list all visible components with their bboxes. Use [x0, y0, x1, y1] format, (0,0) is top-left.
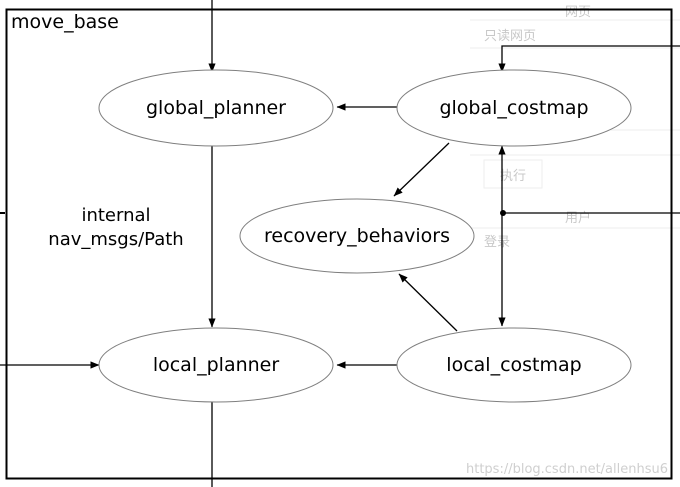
move-base-box: [5, 8, 673, 480]
move-base-title: move_base: [11, 11, 119, 33]
node-local-costmap: local_costmap: [396, 327, 632, 403]
node-local-planner: local_planner: [98, 327, 334, 403]
global-costmap-label: global_costmap: [439, 97, 588, 119]
background-item-web: 网页: [565, 5, 591, 20]
background-item-login: 登录: [484, 235, 510, 250]
node-global-planner: global_planner: [98, 69, 334, 147]
junction-dot: [500, 210, 506, 216]
edge-label-nav-msgs-path: nav_msgs/Path: [48, 229, 183, 250]
edge-label-internal: internal: [81, 205, 150, 226]
edge-global-costmap-to-recovery: [393, 142, 450, 197]
edge-local-costmap-to-recovery: [398, 273, 458, 332]
recovery-behaviors-label: recovery_behaviors: [264, 225, 450, 247]
node-recovery-behaviors: recovery_behaviors: [239, 198, 475, 274]
background-item-user: 用户: [565, 210, 591, 226]
node-global-costmap: global_costmap: [396, 69, 632, 147]
edge-external-to-global-costmap: [498, 45, 680, 73]
local-planner-label: local_planner: [153, 354, 280, 376]
watermark: https://blog.csdn.net/allenhsu6: [466, 462, 668, 477]
global-planner-label: global_planner: [146, 97, 286, 119]
background-item-run: 执行: [500, 169, 526, 184]
background-item-readonly: 只读网页: [484, 29, 536, 44]
local-costmap-label: local_costmap: [446, 354, 581, 376]
